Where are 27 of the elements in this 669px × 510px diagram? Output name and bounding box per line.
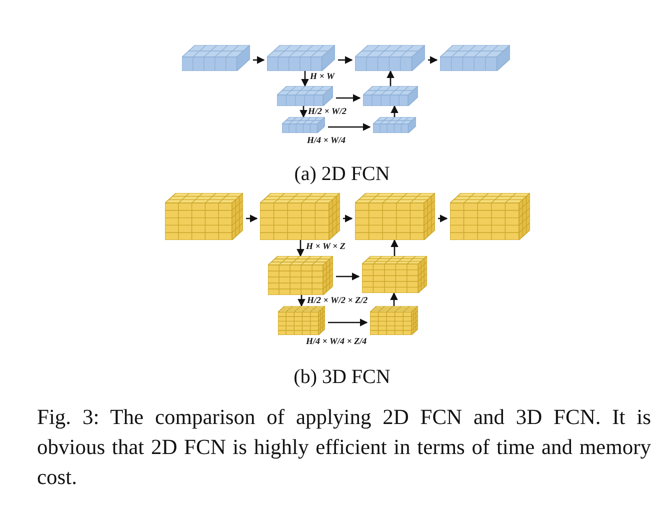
arrow (390, 292, 398, 306)
dimension-label: H/2 × W/2 (308, 106, 346, 116)
arrow (336, 94, 361, 102)
arrow (390, 105, 398, 117)
arrow (390, 239, 398, 256)
arrow (298, 295, 306, 307)
arrow (253, 56, 265, 64)
arrow (328, 318, 368, 326)
dimension-label: H × W × Z (306, 241, 346, 251)
arrow (386, 70, 394, 86)
arrow (336, 272, 360, 280)
arrow (438, 214, 448, 222)
figure-caption: Fig. 3: The comparison of applying 2D FCN and 3D FCN. It is obvious that 2D FCN is highly efficient in terms of time and memory cost. (37, 404, 651, 491)
arrow (343, 214, 353, 222)
subfigure-caption: (a) 2D FCN (294, 163, 390, 186)
dimension-label: H/4 × W/4 (307, 135, 346, 145)
arrow (300, 106, 308, 118)
dimension-label: H/4 × W/4 × Z/4 (306, 336, 367, 346)
arrow (328, 123, 371, 131)
arrow (296, 240, 304, 257)
dimension-label: H/2 × W/2 × Z/2 (307, 295, 368, 305)
subfigure-caption: (b) 3D FCN (294, 366, 390, 389)
arrow (301, 71, 309, 87)
dimension-label: H × W (310, 71, 334, 81)
arrow (428, 56, 438, 64)
arrow (246, 214, 258, 222)
arrow (338, 56, 353, 64)
